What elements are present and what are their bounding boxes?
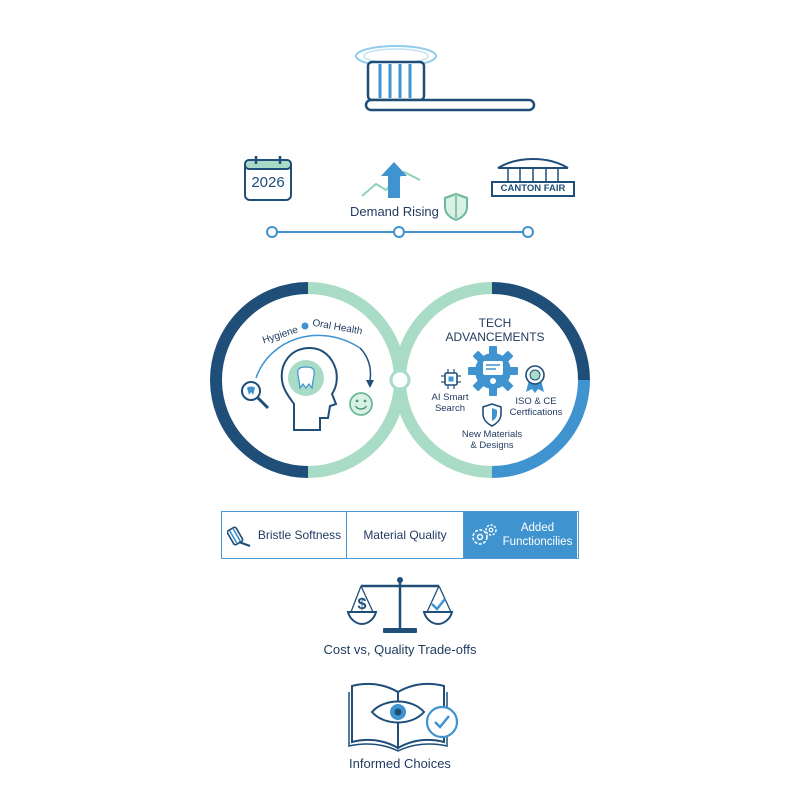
- factor-material-quality: Material Quality: [347, 512, 464, 558]
- gear-icon: [468, 346, 518, 396]
- added-func-line2: Functioncilies: [502, 536, 573, 548]
- brush-icon: [226, 526, 251, 547]
- material-quality-label: Material Quality: [363, 528, 447, 542]
- head-tooth-icon: [280, 346, 338, 431]
- year-label: 2026: [251, 174, 285, 191]
- factor-row: Bristle Softness Material Quality Added …: [221, 511, 579, 559]
- factor-bristle-softness: Bristle Softness: [222, 512, 347, 558]
- iso-ce-line2: Certfications: [509, 407, 563, 418]
- tech-title: TECH ADVANCEMENTS: [440, 316, 550, 344]
- canton-fair-building-icon: [491, 158, 575, 197]
- timeline-track: [266, 226, 534, 238]
- calendar-icon: [244, 156, 292, 201]
- growth-arrow-icon: [361, 162, 421, 198]
- timeline-node: [266, 226, 278, 238]
- toothbrush-icon: [355, 45, 536, 112]
- demand-label: Demand Rising: [350, 204, 439, 219]
- factor-added-functionalities: Added Functioncilies: [464, 512, 577, 558]
- iso-ce-label: ISO & CE Certfications: [504, 396, 568, 418]
- tradeoff-label: Cost vs, Quality Trade-offs: [323, 642, 477, 657]
- smiley-icon: [349, 392, 373, 416]
- svg-text:$: $: [358, 596, 367, 613]
- shield-small-icon: [482, 403, 502, 427]
- informed-choices-label: Informed Choices: [349, 756, 451, 771]
- hygiene-arc-arrow: [255, 334, 374, 388]
- ai-search-line2: Search: [434, 403, 466, 414]
- shield-icon: [444, 192, 468, 222]
- new-materials-line2: & Designs: [470, 440, 514, 451]
- added-func-line1: Added: [520, 522, 555, 534]
- timeline-node: [522, 226, 534, 238]
- ai-search-line1: AI Smart: [431, 392, 469, 403]
- canton-fair-label: CANTON FAIR: [500, 183, 566, 194]
- new-materials-line1: New Materials: [461, 429, 523, 440]
- iso-ce-line1: ISO & CE: [515, 396, 557, 407]
- infinity-loop-diagram: [210, 282, 590, 478]
- ai-search-label: AI Smart Search: [424, 392, 476, 414]
- dot-icon: [301, 322, 309, 330]
- magnifier-tooth-icon: [241, 381, 270, 410]
- timeline-node: [393, 226, 405, 238]
- balance-scale-icon: $: [346, 577, 454, 633]
- tech-title-line1: TECH: [478, 316, 512, 330]
- book-eye-icon: [348, 683, 459, 752]
- bristle-softness-label: Bristle Softness: [257, 528, 342, 542]
- tech-title-line2: ADVANCEMENTS: [445, 330, 545, 344]
- award-badge-icon: [525, 365, 545, 393]
- new-materials-label: New Materials & Designs: [452, 429, 532, 451]
- gears-icon: [471, 524, 497, 545]
- chip-icon: [441, 369, 461, 389]
